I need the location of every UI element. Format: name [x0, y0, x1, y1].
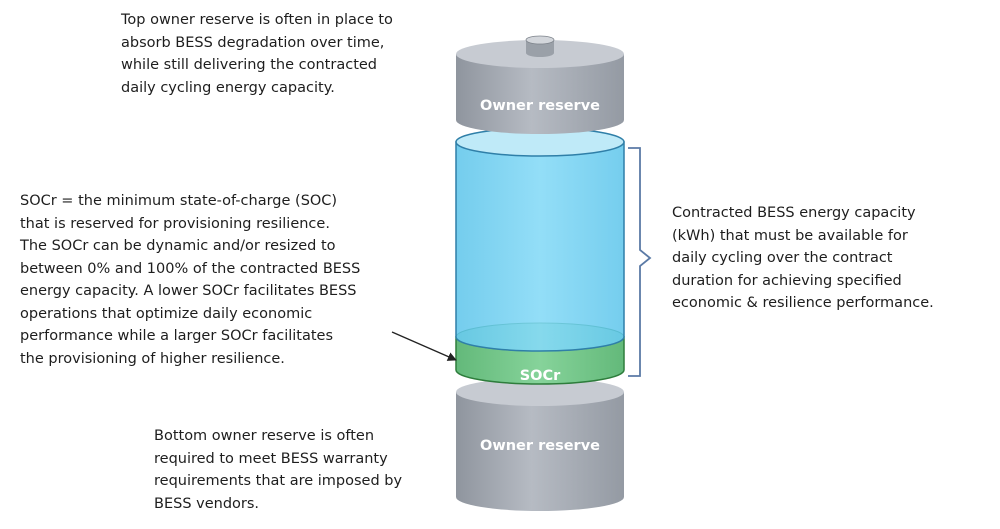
annotation-line: performance while a larger SOCr facilita… — [20, 328, 334, 344]
annotation-line: operations that optimize daily economic — [20, 305, 313, 322]
annotation-line: while still delivering the contracted — [121, 57, 378, 73]
socr-pointer-arrow — [391, 331, 457, 361]
annotation-line: energy capacity. A lower SOCr facilitate… — [20, 283, 357, 299]
annotation-line: required to meet BESS warranty — [154, 450, 388, 467]
annotation-line: duration for achieving specified — [672, 272, 902, 289]
contracted-capacity-annotation: Contracted BESS energy capacity (kWh) th… — [672, 202, 934, 315]
top-owner-reserve: Owner reserve — [456, 40, 624, 134]
annotation-line: Top owner reserve is often in place to — [121, 12, 393, 28]
annotation-line: daily cycling energy capacity. — [121, 79, 335, 96]
annotation-line: Bottom owner reserve is often — [154, 428, 375, 444]
annotation-line: (kWh) that must be available for — [672, 227, 908, 244]
capacity-bracket — [628, 147, 652, 377]
top-reserve-label: Owner reserve — [480, 98, 600, 114]
annotation-line: daily cycling over the contract — [672, 250, 893, 266]
annotation-line: requirements that are imposed by — [154, 473, 403, 489]
annotation-line: SOCr = the minimum state-of-charge (SOC) — [20, 193, 338, 209]
bottom-reserve-label: Owner reserve — [480, 438, 600, 454]
bottom-reserve-annotation: Bottom owner reserve is often required t… — [154, 425, 402, 515]
energy-capacity-segment — [455, 127, 625, 352]
bottom-owner-reserve: Owner reserve — [456, 378, 624, 511]
annotation-line: absorb BESS degradation over time, — [121, 34, 385, 51]
annotation-line: that is reserved for provisioning resili… — [20, 215, 330, 232]
top-reserve-annotation: Top owner reserve is often in place to a… — [121, 9, 393, 99]
annotation-line: economic & resilience performance. — [672, 295, 934, 311]
socr-annotation: SOCr = the minimum state-of-charge (SOC)… — [20, 190, 360, 370]
socr-label: SOCr — [520, 368, 561, 384]
annotation-line: between 0% and 100% of the contracted BE… — [20, 260, 361, 277]
annotation-line: BESS vendors. — [154, 495, 260, 512]
annotation-line: Contracted BESS energy capacity — [672, 205, 916, 221]
annotation-line: The SOCr can be dynamic and/or resized t… — [20, 238, 336, 254]
annotation-line: the provisioning of higher resilience. — [20, 350, 285, 367]
battery-terminal — [525, 35, 555, 57]
